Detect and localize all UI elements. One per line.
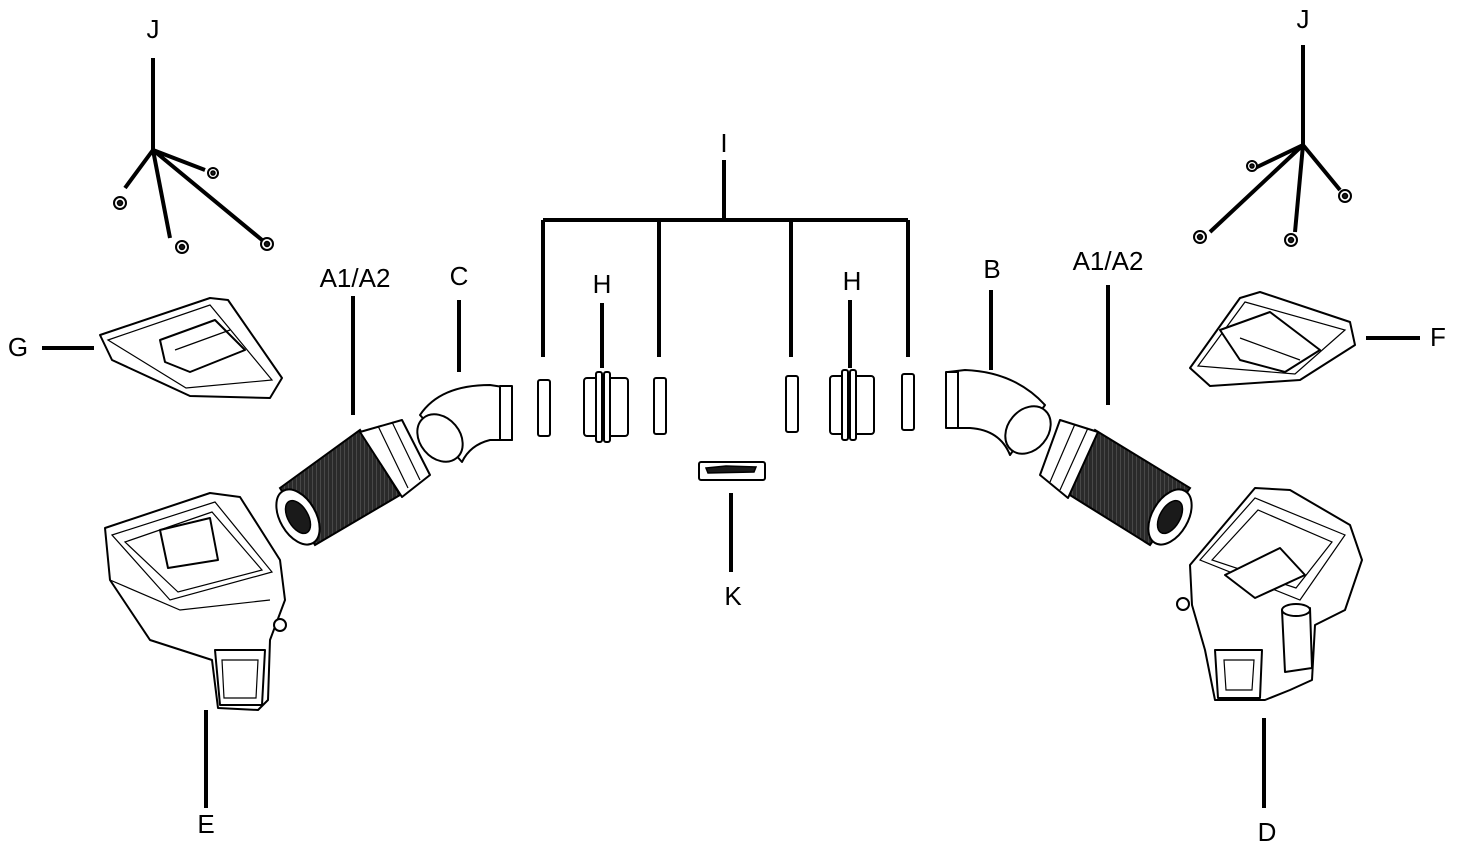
elbow-b	[945, 369, 1052, 456]
label-b: B	[983, 254, 1000, 284]
label-e: E	[197, 809, 214, 839]
label-c: C	[450, 261, 469, 291]
label-h-left: H	[593, 269, 612, 299]
coupler-h-right	[829, 369, 875, 441]
coupler-h-left	[583, 371, 629, 443]
label-g: G	[8, 332, 28, 362]
label-a-left: A1/A2	[320, 263, 391, 293]
label-d: D	[1258, 817, 1277, 847]
badge-k	[698, 461, 766, 481]
lid-g	[99, 297, 283, 399]
label-k: K	[724, 581, 742, 611]
elbow-c	[416, 384, 513, 463]
label-j-right: J	[1297, 4, 1310, 34]
filter-a-left	[275, 419, 431, 547]
airbox-e	[104, 492, 287, 711]
label-f: F	[1430, 322, 1446, 352]
lid-f	[1189, 291, 1356, 387]
airbox-d	[1176, 487, 1363, 701]
label-h-right: H	[843, 266, 862, 296]
filter-a-right	[1039, 419, 1193, 547]
label-a-right: A1/A2	[1073, 246, 1144, 276]
label-j-left: J	[147, 14, 160, 44]
fasteners-left	[113, 167, 274, 254]
fasteners-right	[1193, 160, 1352, 247]
label-i: I	[720, 128, 727, 158]
couplers-i	[537, 373, 915, 437]
leader-lines	[42, 45, 1420, 808]
